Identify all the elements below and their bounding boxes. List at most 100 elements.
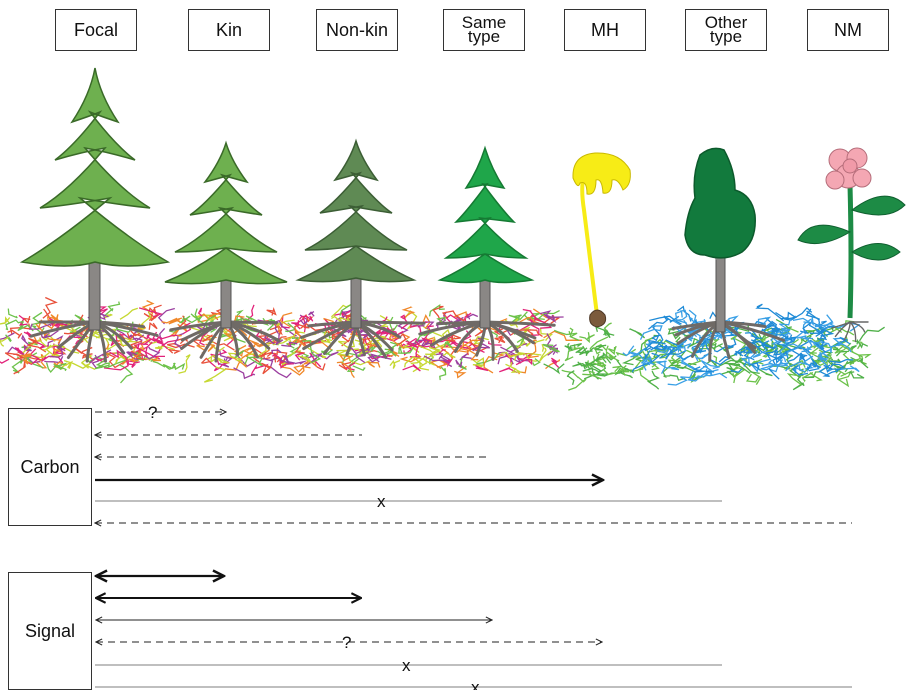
root-fragment-mixed — [155, 334, 178, 340]
root-fragment-mixed — [200, 357, 212, 364]
root-fragment-mixed — [89, 349, 112, 364]
root-fragment-mixed — [42, 296, 58, 319]
root-fragment-blue — [815, 330, 828, 341]
root-fragment-blue — [786, 331, 804, 344]
root-fragment-green — [809, 372, 823, 382]
root-fragment-mixed — [152, 331, 165, 345]
root-fragment-green — [566, 370, 575, 385]
root-fragment-blue — [818, 364, 839, 377]
root-fragment-mixed — [532, 358, 541, 367]
root-fragment-mixed — [553, 329, 580, 341]
tree-same-type — [437, 145, 535, 329]
root-fragment-mixed — [5, 319, 24, 331]
root-fragment-mixed — [26, 337, 47, 353]
root-fragment-mixed — [389, 359, 401, 369]
root-fragment-mixed — [384, 341, 402, 351]
root-fragment-mixed — [103, 360, 129, 371]
canopy-kin — [164, 140, 288, 285]
root-fragment-mixed — [143, 338, 169, 350]
root-fragment-mixed — [294, 352, 305, 361]
stem-nm — [847, 184, 854, 319]
tree-kin — [164, 140, 288, 329]
root-fragment-mixed — [0, 316, 11, 325]
root-fragment-mixed — [428, 346, 443, 359]
root-fragment-mixed — [527, 329, 543, 338]
header-same-type-line2: type — [467, 27, 501, 46]
root-fragment-mixed — [302, 340, 322, 364]
leaf-nm-right — [850, 195, 906, 216]
root-fragment-mixed — [178, 354, 191, 374]
signal-other-type-mark: x — [402, 656, 411, 675]
tree-focal — [19, 67, 171, 331]
canopy-other-type — [684, 147, 756, 259]
root-fragment-mixed — [338, 361, 352, 371]
root-fragment-mixed — [520, 323, 540, 336]
root-fragment-mixed — [389, 316, 398, 333]
root-fragment-mixed — [347, 354, 372, 366]
root-fragment-mixed — [0, 358, 10, 364]
root-fragment-mixed — [251, 351, 274, 364]
root-fragment-blue — [659, 339, 684, 359]
root-fragment-blue — [761, 340, 773, 351]
root-fragment-green — [690, 370, 701, 384]
root-fragment-blue — [771, 336, 779, 349]
root-fragment-mixed — [539, 347, 552, 362]
root-fragment-mixed — [515, 358, 533, 366]
root-fragment-green — [676, 362, 697, 373]
root-fragment-blue — [644, 340, 660, 352]
root-fragment-mixed — [445, 333, 461, 342]
row-label-signal: Signal — [24, 620, 76, 641]
root-fragment-mixed — [126, 351, 139, 361]
root-fragment-green — [850, 356, 869, 369]
root-fragment-mixed — [294, 328, 302, 343]
root-fragment-mixed — [126, 332, 144, 341]
root-fragment-mixed — [95, 359, 127, 369]
root-fragment-blue — [695, 352, 711, 362]
root-fragment-mixed — [118, 364, 134, 384]
root-fragment-mixed — [49, 346, 66, 358]
root-fragment-mixed — [233, 367, 256, 380]
root-fragment-blue — [650, 352, 661, 365]
root-fragment-mixed — [441, 310, 466, 323]
root-fragment-mixed — [208, 361, 230, 372]
root-fragment-mixed — [271, 349, 282, 354]
root-fragment-mixed — [21, 315, 31, 324]
root-fragment-green — [573, 343, 585, 350]
root-fragment-green — [726, 362, 736, 372]
root-fragment-mixed — [194, 313, 217, 321]
root-fragment-mixed — [69, 326, 81, 334]
root-fragment-green — [842, 351, 859, 366]
root-fragment-green — [579, 332, 590, 344]
root-fragment-green — [654, 345, 673, 353]
root-fragment-blue — [800, 321, 823, 335]
root-fragment-mixed — [433, 352, 452, 361]
root-fragment-mixed — [17, 321, 34, 332]
canopy-focal — [19, 67, 171, 267]
root-fragment-mixed — [109, 349, 127, 361]
root-fragment-mixed — [501, 351, 526, 359]
root-fragment-mixed — [377, 350, 397, 357]
root-fragment-blue — [670, 309, 688, 326]
root-fragment-mixed — [293, 364, 311, 373]
root-fragment-mixed — [262, 357, 292, 379]
root-fragment-mixed — [80, 354, 93, 369]
root-fragment-blue — [768, 357, 789, 368]
root-fragment-blue — [837, 365, 860, 373]
header-focal: Focal — [55, 9, 137, 51]
leaf-nm-right-low — [851, 243, 901, 261]
root-fragment-mixed — [40, 333, 56, 342]
root-fragment-green — [856, 338, 869, 349]
root-fragment-blue — [679, 353, 697, 361]
header-same-type-line1: Same — [461, 13, 507, 32]
root-fragment-blue — [796, 335, 814, 340]
root-fragment-blue — [829, 359, 854, 364]
root-fragment-blue — [838, 341, 852, 353]
root-fragment-mixed — [341, 336, 351, 347]
root-fragment-green — [727, 362, 741, 367]
root-fragment-green — [705, 359, 728, 368]
root-fragment-mixed — [183, 308, 203, 324]
tree-nonkin — [295, 138, 417, 329]
root-fragment-blue — [757, 316, 772, 325]
root-fragment-mixed — [299, 314, 310, 326]
root-fragment-green — [672, 332, 689, 340]
